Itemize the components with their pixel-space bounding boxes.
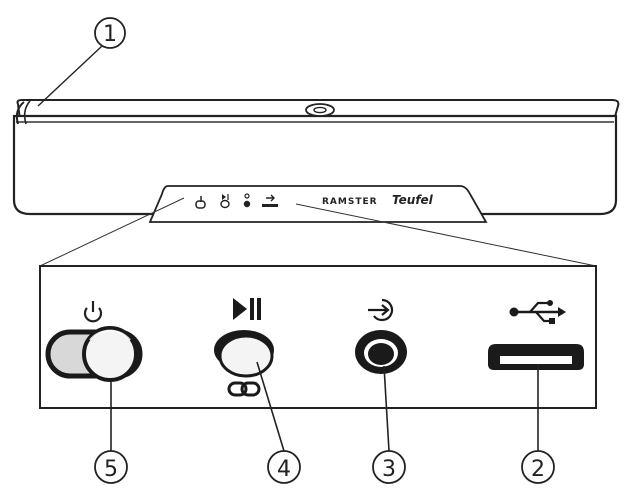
mini-aux-icon xyxy=(243,193,251,208)
callout-5: 5 xyxy=(94,382,128,484)
link-icon xyxy=(227,381,261,397)
power-icon xyxy=(83,301,103,323)
callout-1-number: 1 xyxy=(103,22,117,47)
model-label: RAMSTER xyxy=(322,197,378,207)
usb-port[interactable] xyxy=(488,300,584,370)
usb-icon xyxy=(509,300,566,324)
speaker-body: RAMSTER Teufel xyxy=(12,99,620,223)
play-pause-icon xyxy=(233,298,261,320)
control-panel-inset xyxy=(148,185,488,223)
mini-play-icon xyxy=(220,194,230,209)
callout-2-number: 2 xyxy=(531,457,545,482)
aux-input-icon xyxy=(368,298,394,322)
brand-label: Teufel xyxy=(392,193,434,207)
callout-1: 1 xyxy=(37,17,126,107)
callout-2: 2 xyxy=(521,364,555,484)
mini-power-icon xyxy=(195,196,206,209)
zoom-guide-lines xyxy=(39,197,597,267)
left-end-cap xyxy=(15,101,25,125)
callout-5-number: 5 xyxy=(104,457,118,482)
top-center-knob xyxy=(305,103,335,117)
callout-3: 3 xyxy=(372,365,406,484)
mini-usb-icon xyxy=(262,194,278,207)
aux-input-jack[interactable] xyxy=(355,298,407,374)
power-switch[interactable] xyxy=(45,301,143,382)
callout-4: 4 xyxy=(256,361,301,484)
callout-3-number: 3 xyxy=(382,457,396,482)
callout-4-number: 4 xyxy=(277,457,291,482)
